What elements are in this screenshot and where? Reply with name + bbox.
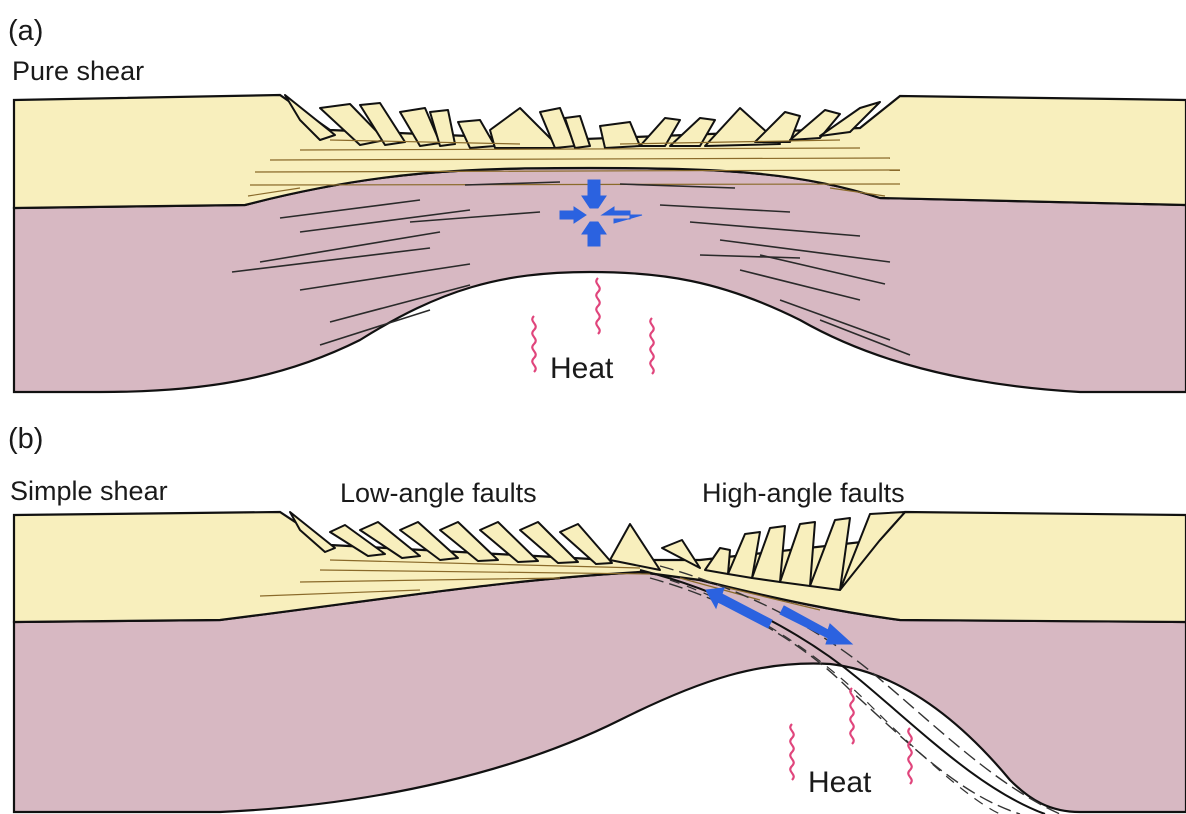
high-angle-faults-label: High-angle faults: [702, 478, 905, 508]
panel-a-letter: (a): [8, 15, 43, 47]
low-angle-faults-label: Low-angle faults: [340, 478, 537, 508]
panel-a-heat-label: Heat: [550, 352, 614, 385]
panel-b-letter: (b): [8, 423, 43, 455]
panel-a-title: Pure shear: [12, 56, 144, 86]
panel-b-heat-label: Heat: [808, 766, 872, 799]
panel-b-title: Simple shear: [10, 476, 168, 506]
panel-a: (a) Pure shear: [8, 15, 1186, 392]
panel-a-fault-blocks: [285, 95, 880, 148]
panel-b: (b) Simple shear Low-angle faults High-a…: [8, 423, 1186, 814]
